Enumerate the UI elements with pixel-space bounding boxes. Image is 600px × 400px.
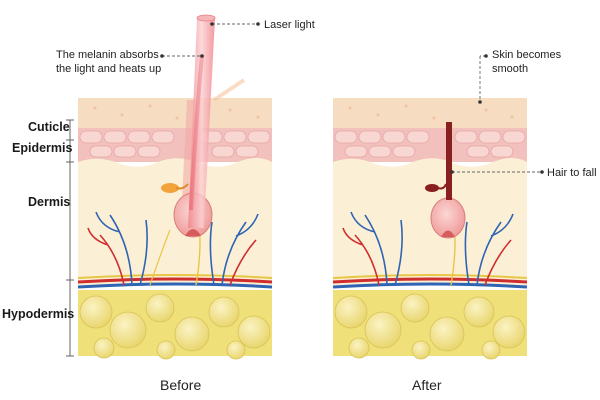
label-epidermis: Epidermis — [12, 141, 72, 155]
cuticle-layer-after — [333, 98, 527, 128]
sebaceous-gland-after — [425, 184, 439, 192]
skin-smooth-callout: Skin becomes smooth — [478, 49, 562, 104]
smooth-line2: smooth — [492, 63, 528, 75]
hair-fall-label: Hair to fall out — [547, 167, 600, 179]
vein-band — [77, 282, 273, 289]
smooth-line1: Skin becomes — [492, 49, 562, 61]
sebaceous-gland — [161, 183, 179, 193]
blood-vessels — [87, 199, 259, 286]
caption-after: After — [412, 377, 442, 393]
nerve-band — [77, 274, 273, 279]
layer-bracket — [66, 119, 74, 357]
label-hypodermis: Hypodermis — [2, 307, 74, 321]
laser-light-callout: Laser light — [210, 19, 315, 31]
fat-cells — [79, 293, 271, 360]
damaged-hair-after — [446, 122, 452, 200]
dermis-layer-after — [333, 158, 527, 285]
melanin-line2: the light and heats up — [56, 63, 161, 75]
label-dermis: Dermis — [28, 195, 70, 209]
laser-beam — [188, 14, 246, 228]
label-cuticle: Cuticle — [28, 120, 70, 134]
melanin-line1: The melanin absorbs — [56, 49, 159, 61]
hair-fall-callout: Hair to fall out — [450, 167, 600, 179]
epidermis-cells — [79, 130, 271, 158]
before-panel — [66, 14, 273, 360]
caption-before: Before — [160, 377, 201, 393]
laser-light-label: Laser light — [264, 19, 315, 31]
artery-band — [77, 277, 273, 284]
cuticle-dots — [93, 104, 260, 120]
papilla — [185, 229, 201, 236]
cuticle-layer — [78, 98, 272, 128]
melanin-callout: The melanin absorbs the light and heats … — [56, 49, 204, 75]
after-panel — [332, 98, 528, 360]
